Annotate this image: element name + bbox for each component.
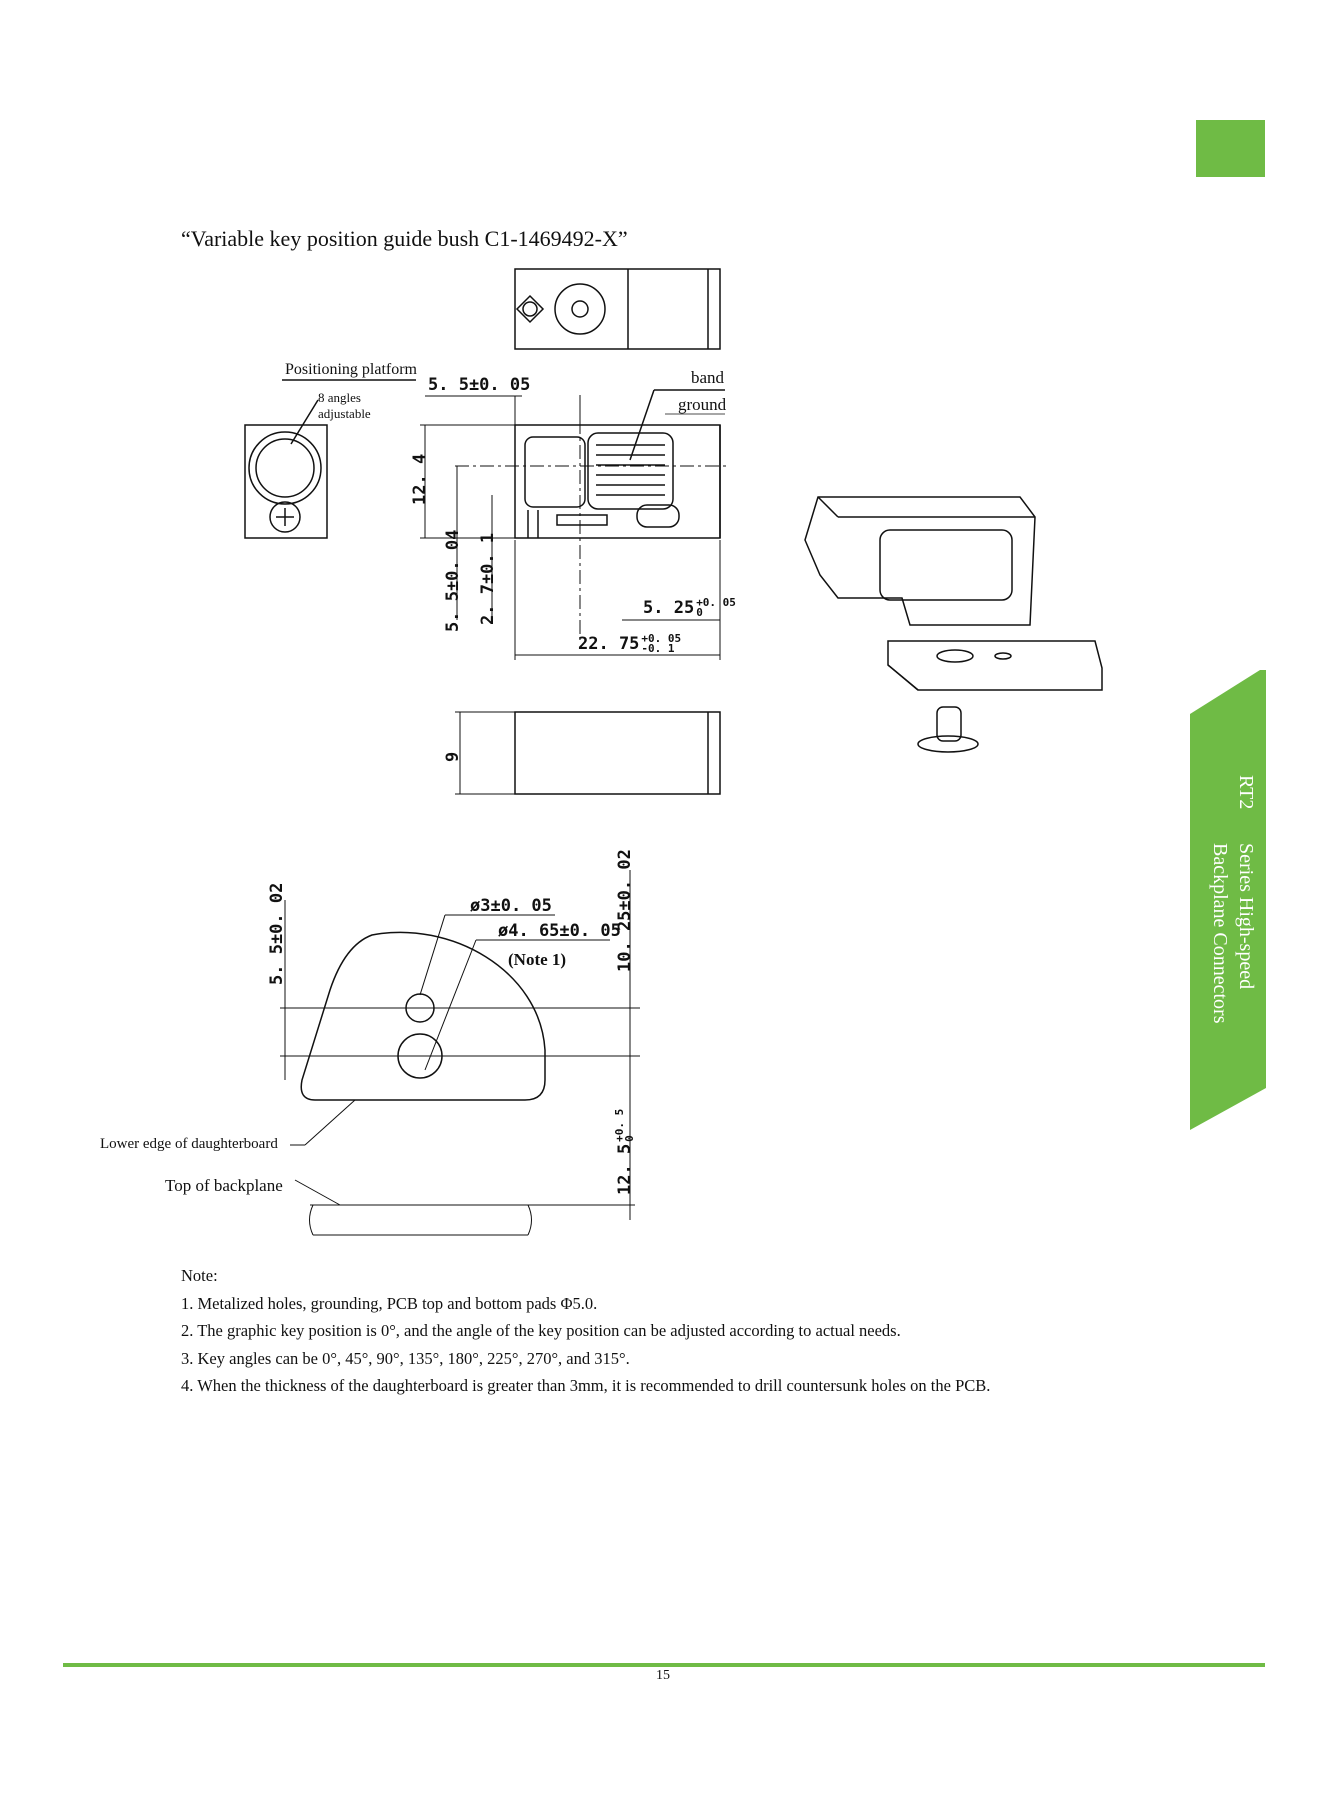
bottom-view xyxy=(455,711,721,795)
note-item-4: 4. When the thickness of the daughterboa… xyxy=(181,1376,991,1395)
note-item-3: 3. Key angles can be 0°, 45°, 90°, 135°,… xyxy=(181,1348,630,1368)
isometric-view xyxy=(804,496,1103,753)
front-view xyxy=(455,389,730,640)
note-item-1: 1. Metalized holes, grounding, PCB top a… xyxy=(181,1293,598,1313)
positioning-platform-label: Positioning platform xyxy=(285,361,417,378)
hole1-label: ø3±0. 05 xyxy=(470,896,552,916)
dim-c-upper: +0. 05 xyxy=(696,596,736,609)
dim-left-label: 5. 5±0. 02 xyxy=(267,882,287,985)
side-tab-label: RT2 Series High-speed Backplane Connecto… xyxy=(1198,775,1258,1045)
footer-rule xyxy=(63,1663,1265,1667)
side-tab-line1: Series High-speed xyxy=(1235,843,1257,990)
dim-width-label: 9 xyxy=(443,751,463,762)
dim-top-label: 5. 5±0. 05 xyxy=(428,375,531,395)
dim-d-base: 22. 75 xyxy=(578,634,640,654)
dim-bottom-base: 12. 5 xyxy=(615,1143,635,1195)
dimension-lines-1 xyxy=(420,395,721,660)
ground-label: ground xyxy=(678,395,727,414)
dim-d-upper: +0. 05 xyxy=(641,632,682,645)
band-label: band xyxy=(691,368,725,387)
side-tab-shape xyxy=(1190,670,1266,1130)
angles-line2-label: adjustable xyxy=(318,406,371,421)
note-item-2: 2. The graphic key position is 0°, and t… xyxy=(181,1321,901,1340)
page-number: 15 xyxy=(656,1668,670,1683)
key-drawing xyxy=(280,870,640,1236)
dim-c-base: 5. 25 xyxy=(643,598,695,618)
lower-edge-label: Lower edge of daughterboard xyxy=(100,1136,278,1152)
angles-line1-label: 8 angles xyxy=(318,390,361,405)
hole2-label: ø4. 65±0. 05 xyxy=(498,921,621,941)
brand-top-tab xyxy=(1196,120,1265,177)
side-tab-series: RT2 xyxy=(1235,775,1257,810)
top-view xyxy=(514,268,721,350)
dim-bottom-lower: 0 xyxy=(623,1135,636,1142)
notes-block: Note: 1. Metalized holes, grounding, PCB… xyxy=(181,1262,1181,1400)
note-ref-label: (Note 1) xyxy=(508,950,567,969)
dim-d-label: 22. 75+0. 05-0. 1 xyxy=(578,632,682,655)
top-backplane-label: Top of backplane xyxy=(165,1176,283,1195)
dim-height-label: 12. 4 xyxy=(410,453,430,505)
dim-b-label: 2. 7±0. 1 xyxy=(478,532,498,625)
dim-d-lower: -0. 1 xyxy=(641,642,675,655)
end-view xyxy=(244,399,328,539)
dim-a-label: 5. 5±0. 04 xyxy=(443,529,463,632)
dim-c-lower: 0 xyxy=(696,606,703,619)
notes-heading: Note: xyxy=(181,1266,218,1285)
page-title: “Variable key position guide bush C1-146… xyxy=(181,226,628,251)
dim-right-label: 10. 25±0. 02 xyxy=(615,849,635,972)
side-tab-line2: Backplane Connectors xyxy=(1209,843,1231,1024)
